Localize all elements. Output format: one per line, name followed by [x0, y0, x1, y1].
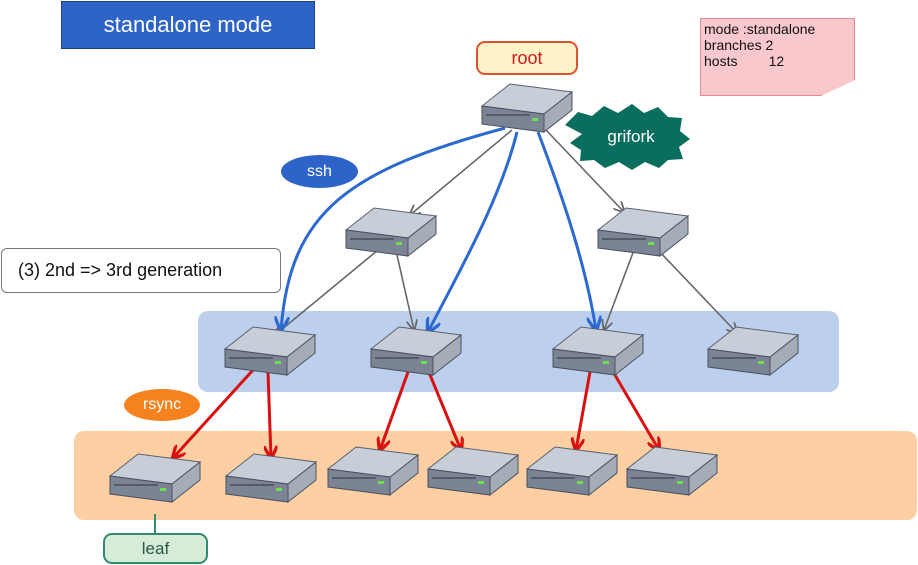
server-icon	[345, 207, 437, 257]
servers	[109, 83, 799, 503]
server-icon	[707, 326, 799, 376]
tree-edge	[657, 249, 737, 333]
ssh-edge	[536, 131, 596, 330]
ssh-edge	[428, 131, 519, 332]
note-hosts: hosts 12	[704, 53, 785, 69]
grifork-burst-icon	[565, 104, 690, 170]
grifork-badge: grifork	[565, 104, 690, 170]
server-icon	[526, 446, 618, 496]
server-icon	[597, 207, 689, 257]
step-caption: (3) 2nd => 3rd generation	[1, 248, 281, 293]
rsync-edge	[426, 369, 461, 450]
note-fold-corner	[821, 80, 855, 96]
leaf-server-icon	[109, 453, 201, 503]
root-server-icon	[481, 83, 573, 133]
tree-edges	[275, 129, 737, 335]
server-icon	[427, 446, 519, 496]
tree-edge	[396, 254, 414, 330]
server-icon	[552, 326, 644, 376]
ssh-edges	[281, 126, 596, 332]
server-icon	[225, 453, 317, 503]
grifork-label: grifork	[607, 127, 655, 146]
note-branches: branches 2	[704, 37, 774, 53]
tree-edge	[545, 129, 624, 212]
server-icon	[327, 446, 419, 496]
rsync-edges	[173, 368, 659, 458]
config-note: mode :standalone branches 2 hosts 12	[700, 18, 855, 96]
page-title: standalone mode	[61, 1, 315, 49]
rsync-edge	[576, 371, 592, 450]
ssh-label: ssh	[281, 155, 358, 188]
ssh-edge	[281, 126, 506, 330]
rsync-edge	[268, 371, 271, 458]
root-label: root	[476, 41, 578, 75]
tree-edge	[275, 249, 379, 335]
server-icon	[224, 326, 316, 376]
rsync-edge	[380, 371, 410, 450]
server-icon	[370, 326, 462, 376]
rsync-label: rsync	[124, 389, 200, 421]
leaf-label: leaf	[103, 533, 208, 564]
tree-edge	[604, 249, 635, 330]
rsync-edge	[173, 368, 255, 458]
server-icon	[626, 446, 718, 496]
tree-edge	[410, 129, 513, 215]
note-mode: mode :standalone	[704, 21, 816, 37]
rsync-edge	[610, 369, 659, 450]
